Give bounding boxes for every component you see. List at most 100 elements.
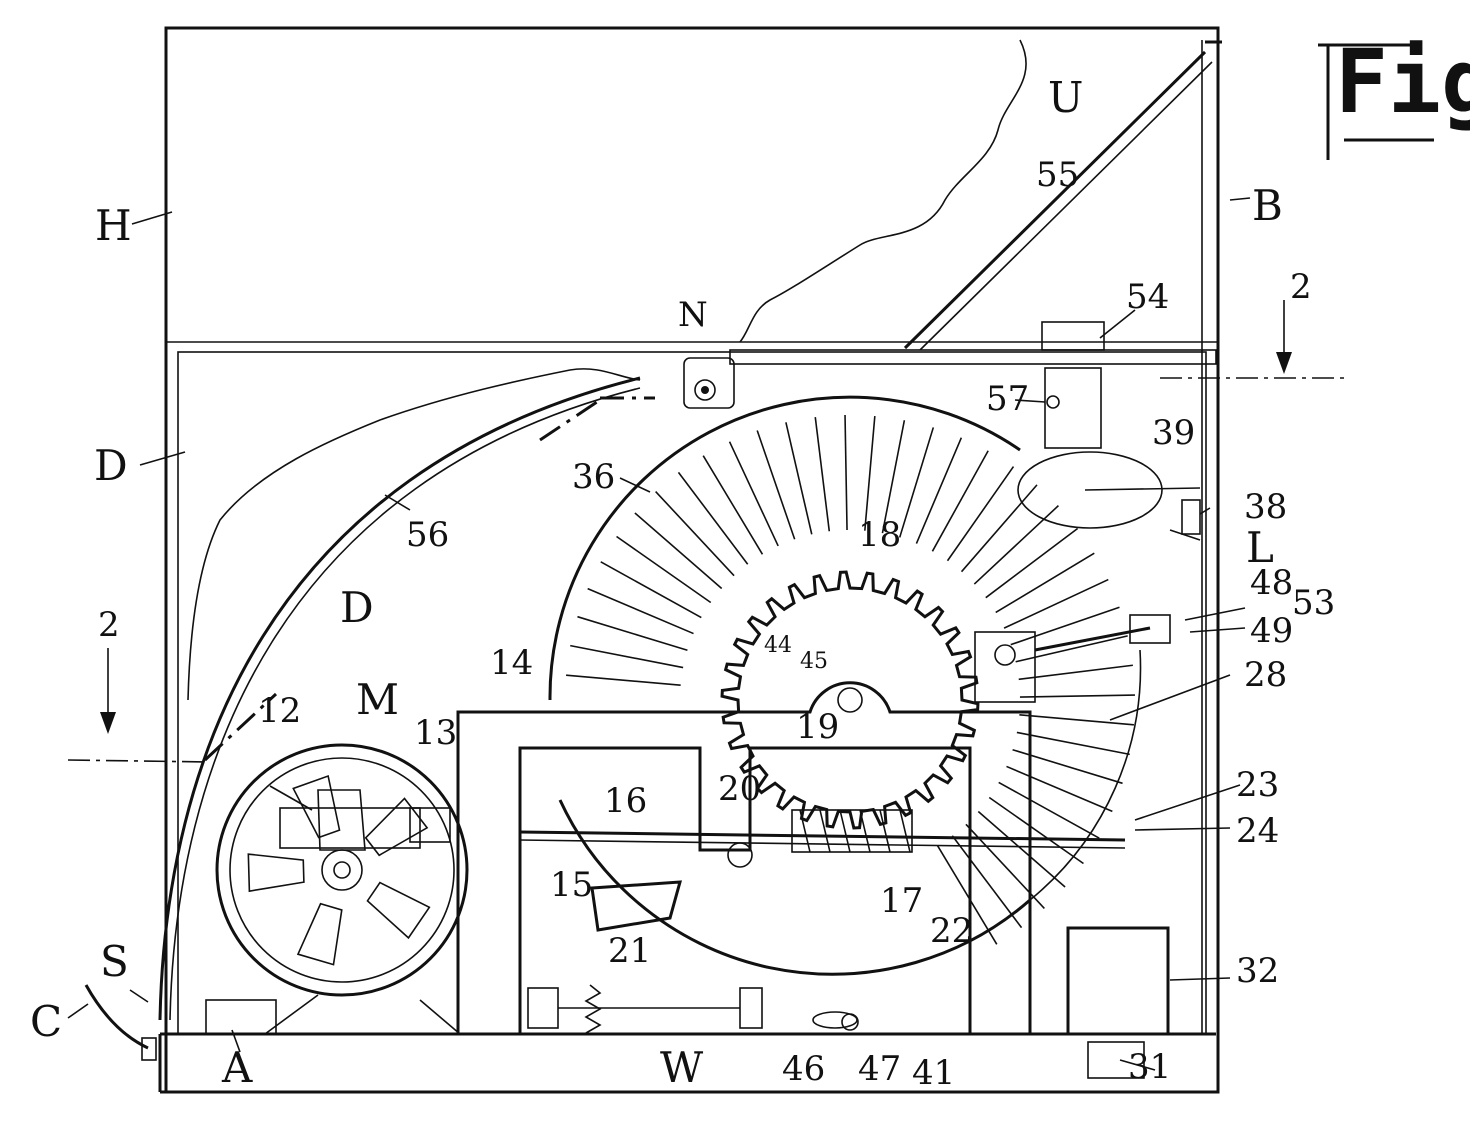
label-36: 36 <box>572 457 615 497</box>
disk-ray <box>634 512 723 590</box>
disk-ray <box>995 552 1095 614</box>
disk-ray <box>587 587 694 635</box>
disk-ray <box>936 845 998 945</box>
label-14: 14 <box>490 643 533 683</box>
label-l: L <box>1246 523 1274 572</box>
label-54: 54 <box>1126 277 1169 317</box>
label-21: 21 <box>608 931 651 971</box>
label-53: 53 <box>1292 583 1335 623</box>
label-41: 41 <box>912 1053 955 1093</box>
curve-56 <box>158 376 641 1021</box>
label-u: U <box>1048 73 1083 122</box>
motor-mount-12 <box>279 789 451 851</box>
disk-ray <box>577 615 688 652</box>
disk-ray <box>655 491 735 577</box>
plate-55 <box>903 40 1222 351</box>
disk-ray <box>973 505 1059 585</box>
label-47: 47 <box>858 1049 901 1089</box>
label-45: 45 <box>800 649 828 674</box>
label-13: 13 <box>414 713 457 753</box>
disk-rays <box>566 415 1135 945</box>
disk-ray <box>988 796 1084 865</box>
disk-ray <box>1003 578 1109 629</box>
disk-ray <box>570 644 684 669</box>
disk-ray <box>756 430 796 540</box>
box-32 <box>1066 926 1170 1079</box>
shelf <box>729 349 1217 365</box>
disk-ray <box>814 417 831 532</box>
wing-nut-47 <box>812 1011 859 1031</box>
wheel-hole <box>366 881 431 940</box>
cutaway-upper <box>739 39 1027 343</box>
disk-ray <box>566 674 681 686</box>
disk-36 <box>548 395 1142 976</box>
disk-ray <box>677 471 749 565</box>
label-24: 24 <box>1236 811 1279 851</box>
disk-ray <box>864 416 876 531</box>
disk-ray <box>985 527 1079 599</box>
label-d-lower: D <box>340 583 374 632</box>
label-31: 31 <box>1128 1047 1171 1087</box>
label-38: 38 <box>1244 487 1287 527</box>
gear-teeth <box>720 570 980 830</box>
label-d-upper: D <box>94 441 128 490</box>
component-54 <box>1041 321 1105 449</box>
disk-ray <box>702 455 764 555</box>
bracket-21 <box>590 880 683 932</box>
label-56: 56 <box>406 515 449 555</box>
cutaway-lower <box>187 368 641 701</box>
wheel-holes <box>247 774 431 966</box>
label-section-right: 2 <box>1290 267 1312 307</box>
disk-ray <box>1010 606 1120 646</box>
label-44: 44 <box>764 633 792 658</box>
cord-c <box>84 984 157 1061</box>
disk-ray <box>998 781 1100 839</box>
disk-ray <box>881 420 906 534</box>
label-48: 48 <box>1250 563 1293 603</box>
shaft-16 <box>519 830 1126 842</box>
disk-ray <box>1019 694 1135 698</box>
wheel-hole <box>364 797 429 857</box>
section-line-right <box>539 300 1350 442</box>
worm-17 <box>791 809 913 853</box>
wheel-hole <box>247 853 305 893</box>
disk-ray <box>915 437 963 544</box>
lever-28 <box>974 614 1171 703</box>
leader-lines <box>67 197 1251 1071</box>
label-a: A <box>221 1043 253 1092</box>
disk-ray <box>977 810 1066 888</box>
knob-n <box>683 357 735 409</box>
disk-ray <box>1016 731 1130 756</box>
gear-18 <box>720 570 980 830</box>
lamp-39 <box>1017 451 1201 535</box>
label-17: 17 <box>880 881 923 921</box>
labels: H U B N D D M S C A W L 2 2 12 13 14 15 … <box>30 73 1335 1093</box>
label-19: 19 <box>796 707 839 747</box>
label-28: 28 <box>1244 655 1287 695</box>
disk-ray <box>1006 765 1113 813</box>
wheel-hole <box>296 902 343 966</box>
disk-ray <box>1018 664 1133 681</box>
disk-ray <box>898 427 935 538</box>
disk-ray <box>600 561 702 619</box>
label-23: 23 <box>1236 765 1279 805</box>
disk-ray <box>728 441 779 547</box>
label-s: S <box>100 937 129 986</box>
base-w <box>205 984 763 1035</box>
label-15: 15 <box>550 865 593 905</box>
disk-ray <box>785 422 813 535</box>
label-57: 57 <box>986 379 1029 419</box>
label-12: 12 <box>258 691 301 731</box>
disk-ray <box>1019 714 1134 726</box>
label-16: 16 <box>604 781 647 821</box>
label-18: 18 <box>858 515 901 555</box>
disk-ray <box>1015 635 1128 663</box>
label-h: H <box>95 201 132 250</box>
label-20: 20 <box>718 769 761 809</box>
label-49: 49 <box>1250 611 1293 651</box>
wheel-hole <box>292 774 341 839</box>
fig-label-text: Fig1 <box>1335 30 1470 133</box>
label-m: M <box>356 675 399 724</box>
label-55: 55 <box>1036 155 1079 195</box>
disk-ray <box>951 835 1023 929</box>
